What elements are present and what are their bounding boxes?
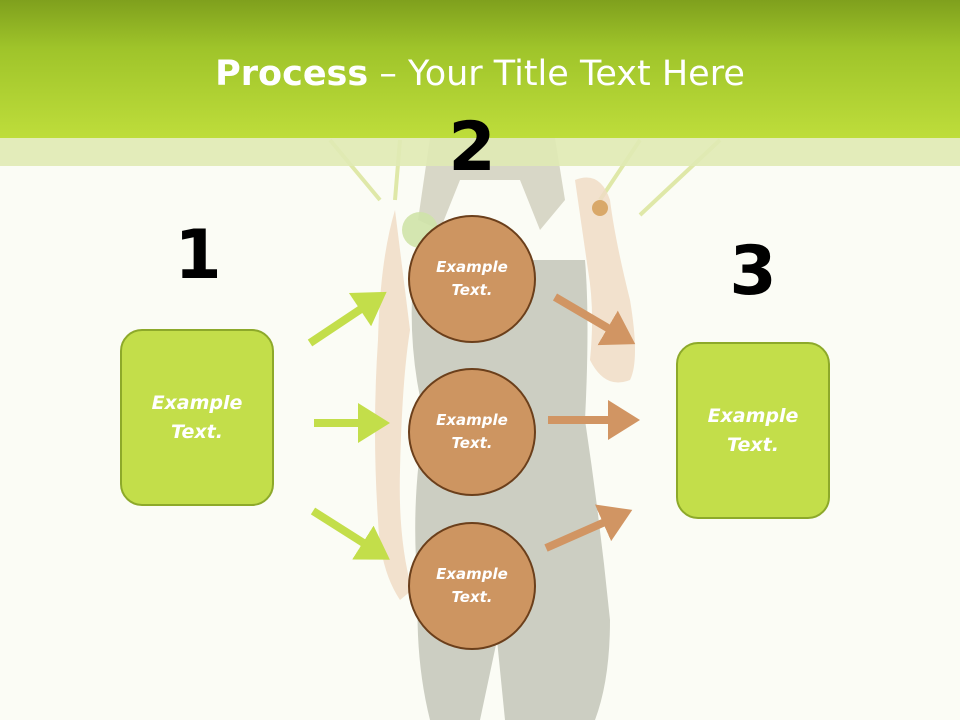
left-box-text: Example Text. (151, 391, 243, 443)
circle-bottom: Example Text. (408, 522, 536, 650)
right-box: Example Text. (676, 342, 830, 519)
circle-top: Example Text. (408, 215, 536, 343)
step-number-3: 3 (729, 232, 777, 311)
circle-middle-text: Example Text. (436, 411, 508, 452)
title-rest: – Your Title Text Here (368, 54, 745, 94)
header-band (0, 138, 960, 166)
arrow-left-to-bottom (310, 507, 390, 560)
circle-top-text: Example Text. (436, 258, 508, 299)
circle-bottom-text: Example Text. (436, 565, 508, 606)
slide-title: Process – Your Title Text Here (0, 52, 960, 96)
step-number-1: 1 (174, 216, 222, 295)
arrow-left-to-top (307, 291, 387, 347)
right-box-text: Example Text. (707, 404, 799, 456)
arrow-bottom-to-right (544, 504, 633, 552)
arrow-top-to-right (552, 293, 636, 346)
step-number-2: 2 (448, 108, 496, 187)
header-bar (0, 0, 960, 138)
circle-middle: Example Text. (408, 368, 536, 496)
left-box: Example Text. (120, 329, 274, 506)
title-bold: Process (215, 54, 369, 94)
